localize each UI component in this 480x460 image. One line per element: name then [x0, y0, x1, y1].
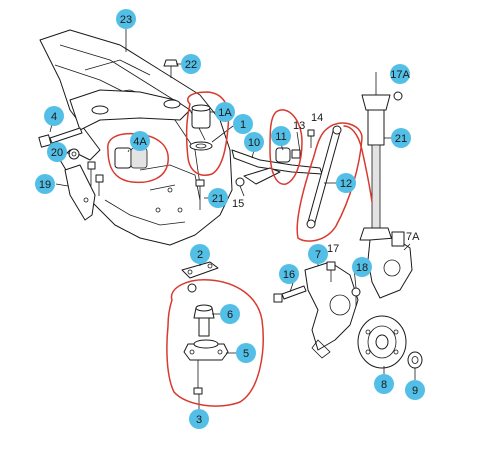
callout-10: 10	[244, 132, 264, 152]
markup-circle-11	[269, 109, 303, 185]
svg-text:10: 10	[248, 137, 260, 149]
bolt-22	[163, 59, 179, 78]
callout-16: 16	[279, 264, 299, 284]
wheel-bearing-housing	[304, 261, 359, 359]
callout-1a: 1A	[215, 102, 235, 122]
svg-text:4: 4	[51, 111, 57, 123]
callout-11: 11	[271, 126, 291, 146]
bracket-2	[181, 261, 219, 279]
callout-23: 23	[116, 9, 136, 29]
svg-text:19: 19	[39, 179, 51, 191]
markup-circle-1a	[185, 91, 230, 176]
markup-line-strut	[343, 125, 373, 203]
svg-text:22: 22	[185, 59, 197, 71]
small-bolts	[87, 161, 104, 196]
svg-text:17A: 17A	[390, 69, 410, 81]
callout-22: 22	[181, 54, 201, 74]
callout-8: 8	[374, 374, 394, 394]
markup-circle-ball-joint	[166, 279, 264, 407]
svg-text:7: 7	[315, 249, 321, 261]
subframe-mount	[189, 104, 213, 151]
svg-text:18: 18	[356, 262, 368, 274]
svg-text:21: 21	[212, 193, 224, 205]
bolt-4	[38, 127, 83, 148]
callout-4a: 4A	[130, 131, 150, 151]
callout-3: 3	[189, 409, 209, 429]
strut-assembly	[359, 72, 403, 241]
callout-12: 12	[336, 173, 356, 193]
bolt-14	[307, 129, 315, 148]
wheel-hub	[357, 315, 407, 369]
bushing-4a	[114, 147, 148, 169]
svg-text:9: 9	[412, 385, 418, 397]
svg-text:20: 20	[51, 147, 63, 159]
svg-text:6: 6	[227, 309, 233, 321]
callout-5: 5	[236, 343, 256, 363]
label-7a: 7A	[406, 231, 420, 243]
red-markups	[107, 91, 373, 407]
svg-text:1A: 1A	[218, 107, 232, 119]
svg-text:1: 1	[240, 119, 246, 131]
markup-circle-4a	[107, 132, 169, 184]
bolt-3	[193, 360, 203, 395]
nut-6	[193, 304, 215, 337]
ball-joint-5	[183, 339, 229, 361]
label-14: 14	[311, 112, 323, 124]
callout-1: 1	[233, 114, 253, 134]
svg-text:12: 12	[340, 178, 352, 190]
svg-text:2: 2	[197, 249, 203, 261]
svg-text:8: 8	[381, 379, 387, 391]
svg-text:3: 3	[196, 414, 202, 426]
coupling-link-12	[306, 125, 342, 229]
fastener-2	[187, 283, 197, 293]
bolt-17	[326, 261, 336, 282]
callout-6: 6	[220, 304, 240, 324]
callout-17a: 17A	[390, 64, 410, 84]
svg-text:11: 11	[275, 131, 286, 143]
svg-text:16: 16	[283, 269, 295, 281]
callout-21-top: 21	[391, 128, 411, 148]
bracket-19	[64, 164, 96, 221]
callout-7: 7	[308, 244, 328, 264]
label-17: 17	[327, 243, 339, 255]
svg-text:5: 5	[243, 348, 249, 360]
fastener-20	[68, 148, 80, 160]
bolt-21-lower	[195, 179, 205, 210]
callout-9: 9	[405, 380, 425, 400]
svg-text:23: 23	[120, 14, 132, 26]
callout-2: 2	[190, 244, 210, 264]
svg-text:21: 21	[395, 133, 407, 145]
callout-20: 20	[47, 142, 67, 162]
svg-text:4A: 4A	[133, 136, 147, 148]
markup-circle-12	[296, 122, 363, 242]
callout-4: 4	[44, 106, 64, 126]
crossmember-bracket	[69, 89, 191, 131]
label-13: 13	[293, 120, 305, 132]
hub-nut	[407, 351, 423, 369]
bolt-15	[235, 177, 245, 197]
callout-19: 19	[35, 174, 55, 194]
bolt-16	[273, 285, 307, 303]
callout-18: 18	[352, 257, 372, 277]
clamp-11	[275, 147, 301, 163]
callout-21-mid: 21	[208, 188, 228, 208]
label-15: 15	[232, 198, 244, 210]
